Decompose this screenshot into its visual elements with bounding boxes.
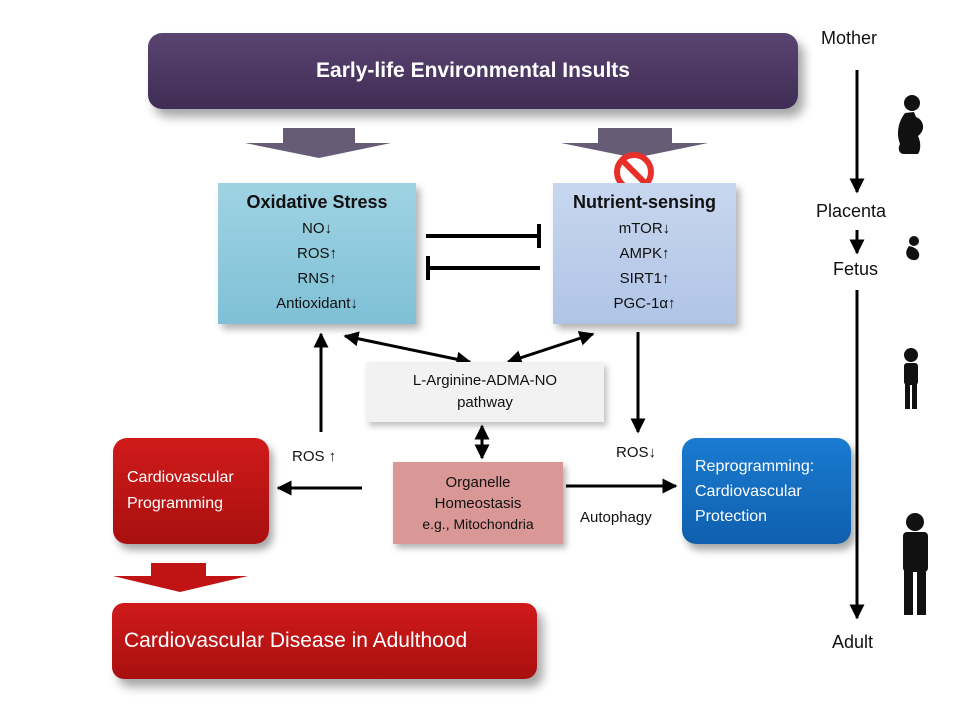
banner-arrow-right [561, 128, 708, 158]
reprogramming-box: Reprogramming: Cardiovascular Protection [682, 438, 851, 544]
timeline-adult: Adult [832, 632, 874, 652]
cv-programming-line2: Programming [127, 495, 224, 512]
nutrient-sensing-box: Nutrient-sensing mTOR↓ AMPK↑ SIRT1↑ PGC-… [553, 183, 736, 324]
ros-down-label: ROS↓ [610, 442, 663, 463]
cv-disease-title: Cardiovascular Disease in Adulthood [124, 629, 468, 652]
timeline-mother: Mother [821, 28, 878, 48]
nut-item-mtor: mTOR↓ [618, 220, 671, 237]
ox-item-ros: ROS↑ [296, 245, 337, 262]
ox-item-no: NO↓ [302, 220, 332, 237]
reprogramming-line2: Cardiovascular [695, 482, 802, 500]
arginine-pathway-line2: pathway [457, 394, 513, 411]
cv-programming-line1: Cardiovascular [127, 469, 234, 486]
cv-programming-box: Cardiovascular Programming [113, 438, 269, 544]
timeline-placenta: Placenta [816, 201, 887, 221]
nut-item-ampk: AMPK↑ [619, 245, 670, 262]
nutrient-sensing-title: Nutrient-sensing [572, 192, 716, 212]
child-icon [904, 348, 918, 409]
ox-item-rns: RNS↑ [297, 270, 337, 287]
oxidative-stress-title: Oxidative Stress [246, 192, 388, 212]
early-life-insults-banner: Early-life Environmental Insults [148, 33, 798, 109]
timeline-fetus: Fetus [833, 259, 879, 279]
organelle-line1: Organelle [445, 473, 511, 491]
reprogramming-line1: Reprogramming: [695, 457, 815, 475]
autophagy-label: Autophagy [574, 507, 658, 528]
arrow-ox-arginine [343, 331, 472, 367]
organelle-line3: e.g., Mitochondria [422, 515, 534, 532]
arginine-pathway-box: L-Arginine-ADMA-NO pathway [366, 362, 604, 422]
organelle-line2: Homeostasis [434, 494, 522, 512]
arrow-nut-arginine [506, 331, 595, 365]
banner-arrow-left [245, 128, 391, 158]
banner-title: Early-life Environmental Insults [316, 59, 630, 82]
oxidative-stress-box: Oxidative Stress NO↓ ROS↑ RNS↑ Antioxida… [218, 183, 416, 324]
fetus-icon [906, 236, 920, 261]
cv-disease-box: Cardiovascular Disease in Adulthood [112, 603, 537, 679]
nut-item-pgc1a: PGC-1α↑ [613, 295, 676, 312]
arginine-pathway-line1: L-Arginine-ADMA-NO [412, 372, 558, 389]
cv-down-arrow [113, 563, 248, 592]
nut-item-sirt1: SIRT1↑ [619, 270, 670, 287]
organelle-homeostasis-box: Organelle Homeostasis e.g., Mitochondria [393, 462, 563, 544]
man-icon [903, 513, 928, 615]
pregnant-woman-icon [897, 95, 924, 154]
reprogramming-line3: Protection [695, 507, 768, 525]
ox-item-antioxidant: Antioxidant↓ [276, 295, 358, 312]
ros-up-label: ROS ↑ [286, 446, 343, 467]
